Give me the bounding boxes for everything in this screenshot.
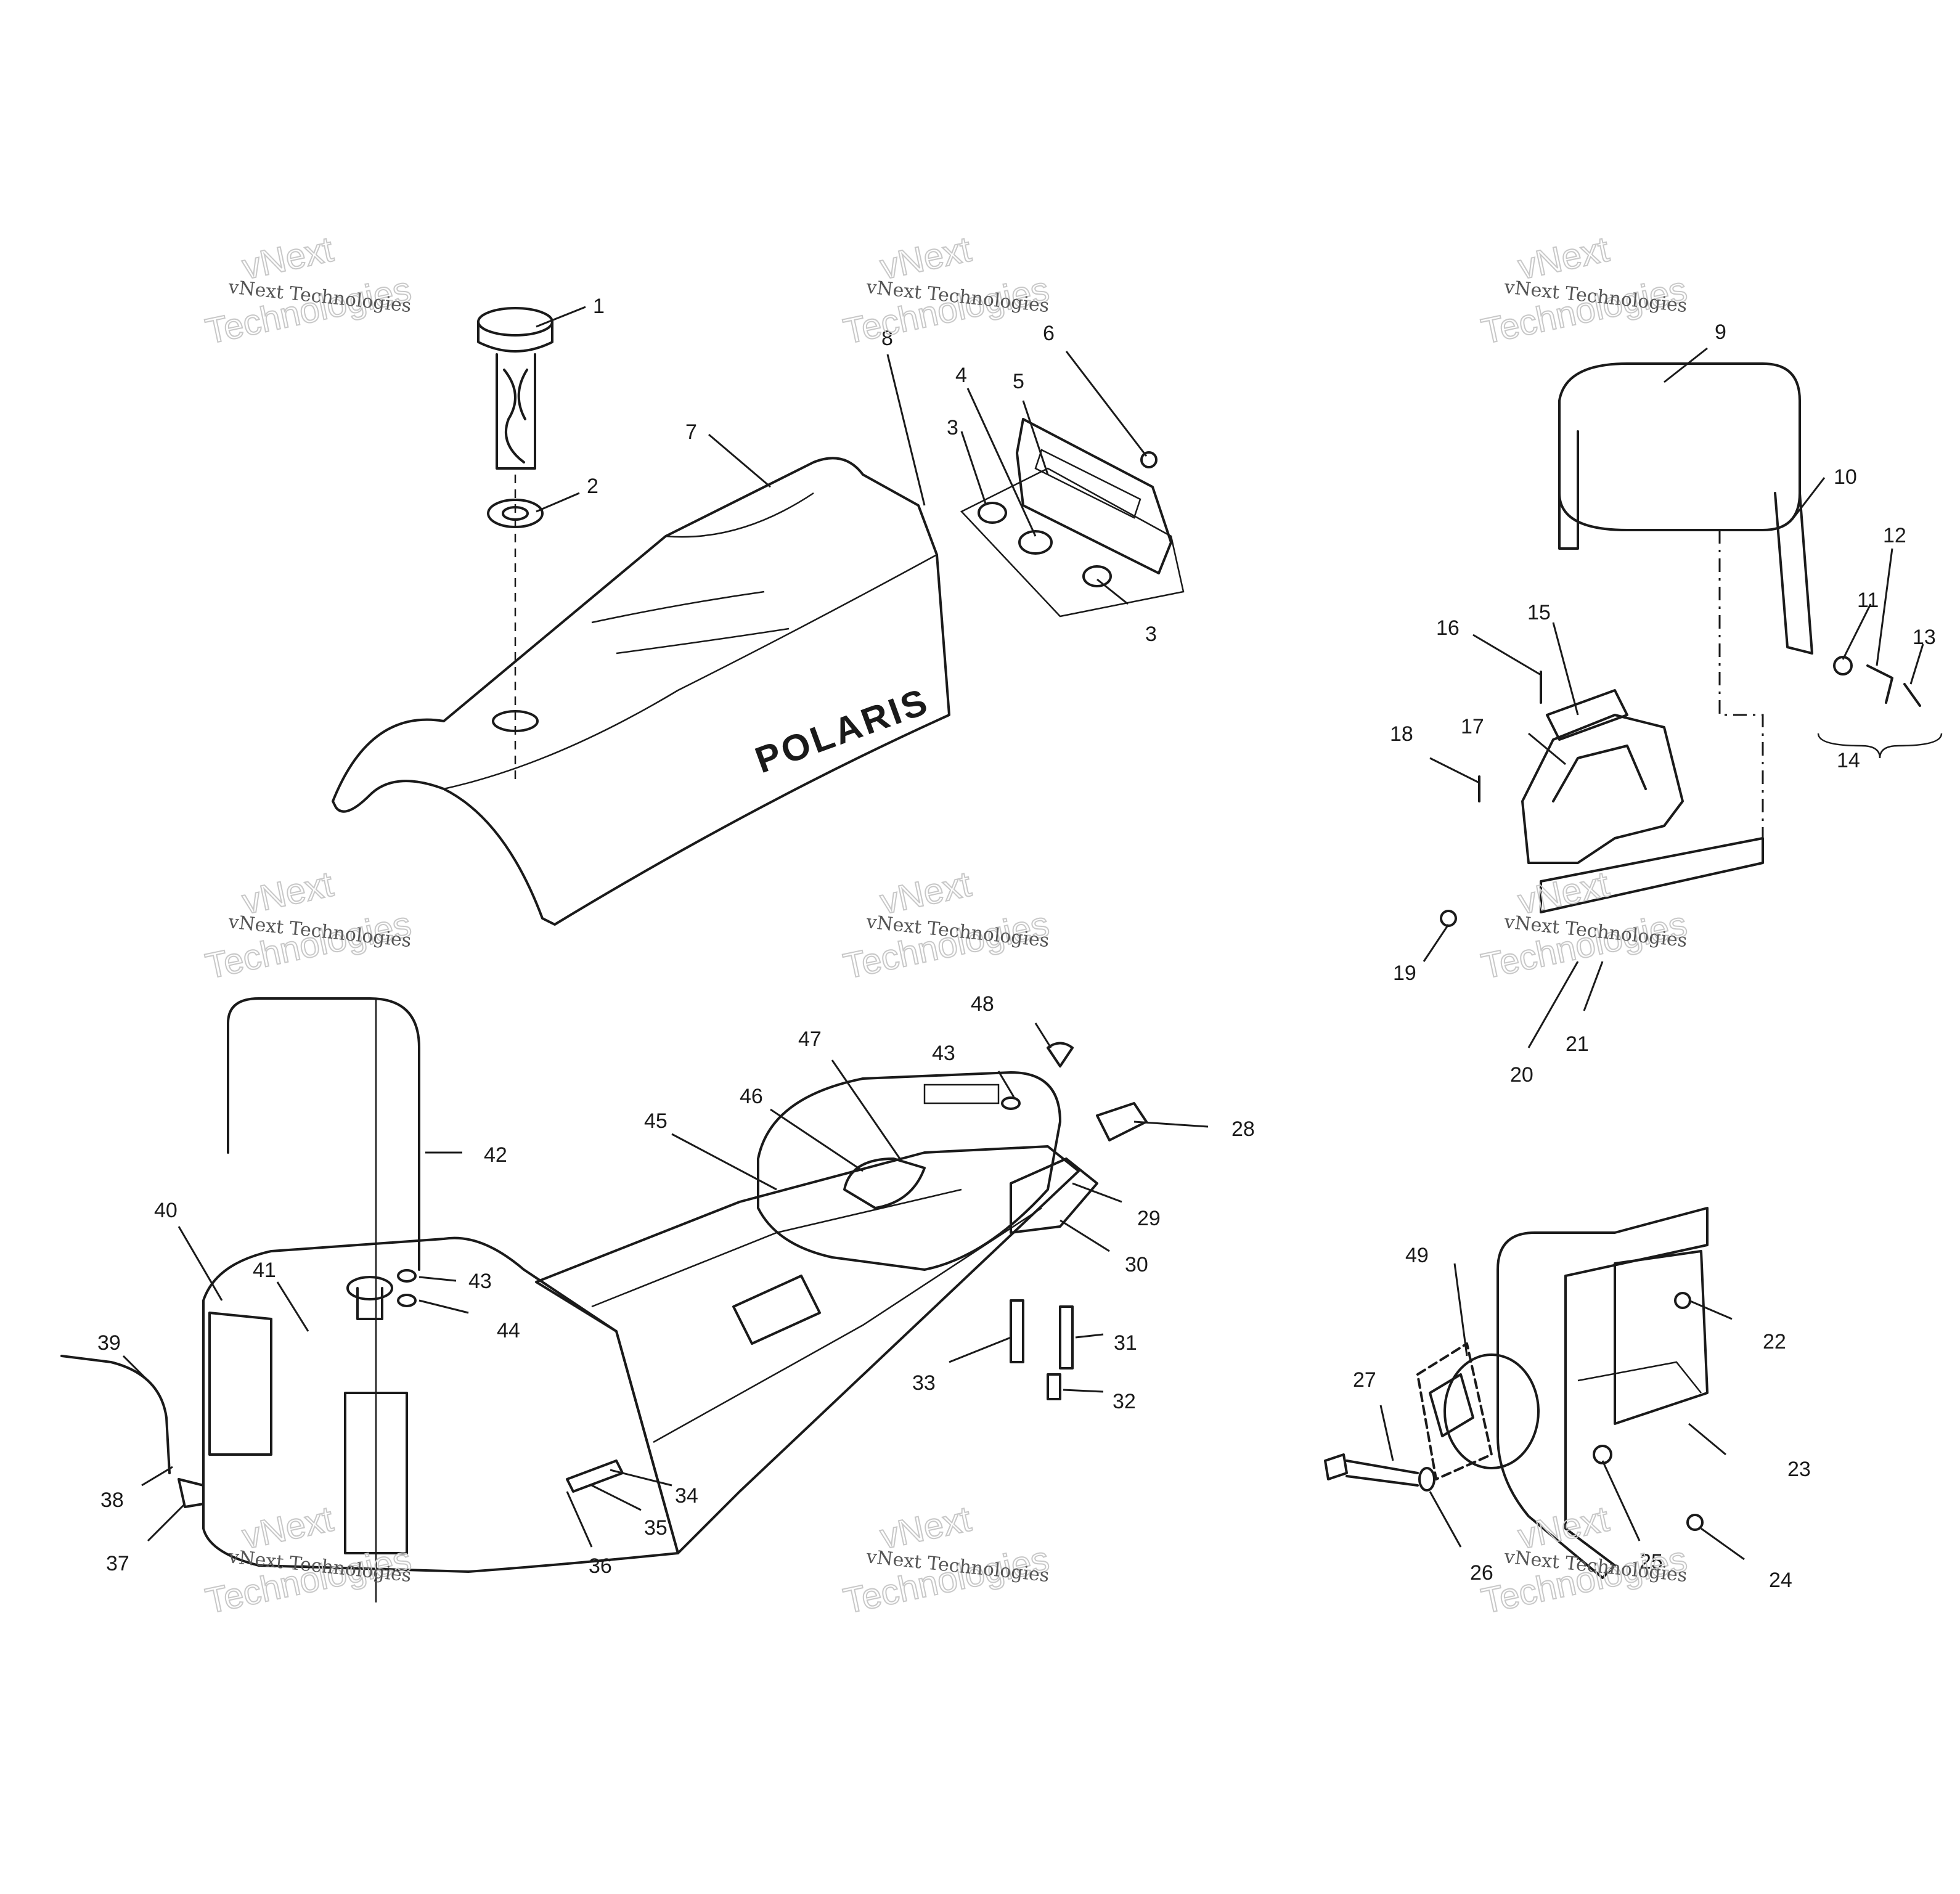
callout-5: 5 bbox=[1013, 370, 1024, 393]
rear-cowl bbox=[757, 1071, 1061, 1271]
bumper-assembly bbox=[1416, 1207, 1709, 1579]
callout-15: 15 bbox=[1527, 601, 1551, 624]
callout-labels: 1 2 3 3 4 5 6 7 8 9 10 11 12 13 14 15 16… bbox=[97, 295, 1936, 1592]
callout-41: 41 bbox=[253, 1259, 276, 1282]
callout-26: 26 bbox=[1470, 1561, 1493, 1585]
fuel-cap bbox=[477, 307, 553, 470]
callout-4: 4 bbox=[955, 364, 967, 387]
callout-40: 40 bbox=[154, 1199, 178, 1222]
watermark-3: vNext Technologies vNext Technologies bbox=[1477, 229, 1691, 353]
callout-20: 20 bbox=[1510, 1063, 1533, 1087]
callout-27: 27 bbox=[1353, 1368, 1376, 1392]
callout-22: 22 bbox=[1763, 1330, 1786, 1353]
vent-hose bbox=[227, 997, 420, 1271]
assembly-guideline bbox=[1718, 530, 1764, 863]
callout-29: 29 bbox=[1137, 1207, 1161, 1230]
callout-46: 46 bbox=[740, 1085, 763, 1108]
callout-25: 25 bbox=[1639, 1550, 1663, 1574]
callout-19: 19 bbox=[1393, 961, 1416, 985]
chassis-tunnel bbox=[535, 1145, 1080, 1554]
watermark-5: vNext Technologies vNext Technologies bbox=[839, 863, 1053, 987]
callout-6: 6 bbox=[1043, 322, 1055, 345]
callout-42: 42 bbox=[484, 1143, 507, 1167]
watermark-7: vNext Technologies vNext Technologies bbox=[202, 1498, 415, 1622]
watermark-8: vNext Technologies vNext Technologies bbox=[839, 1498, 1053, 1622]
callout-48: 48 bbox=[971, 992, 994, 1016]
callout-43: 43 bbox=[468, 1270, 492, 1293]
callout-14: 14 bbox=[1837, 749, 1860, 772]
callout-28: 28 bbox=[1231, 1117, 1255, 1141]
handle-bracket bbox=[1521, 689, 1764, 913]
callout-44: 44 bbox=[497, 1319, 520, 1342]
callout-3: 3 bbox=[947, 416, 958, 439]
watermark-1: vNext Technologies vNext Technologies bbox=[202, 229, 415, 353]
callout-24: 24 bbox=[1769, 1569, 1792, 1592]
callout-36: 36 bbox=[589, 1554, 612, 1578]
seat bbox=[332, 457, 950, 926]
callout-12: 12 bbox=[1883, 524, 1906, 547]
leader-lines bbox=[122, 306, 1924, 1561]
callout-37: 37 bbox=[106, 1552, 129, 1575]
callout-32: 32 bbox=[1113, 1390, 1136, 1413]
callout-1: 1 bbox=[593, 295, 605, 318]
callout-21: 21 bbox=[1566, 1032, 1589, 1056]
bolt-27 bbox=[1324, 1453, 1435, 1492]
backrest bbox=[1558, 362, 1813, 655]
watermark-2: vNext Technologies vNext Technologies bbox=[839, 229, 1053, 353]
callout-3: 3 bbox=[1145, 622, 1157, 646]
callout-18: 18 bbox=[1390, 722, 1413, 746]
watermark-4: vNext Technologies vNext Technologies bbox=[202, 863, 415, 987]
watermark-9: vNext Technologies vNext Technologies bbox=[1477, 1498, 1691, 1622]
fuel-line bbox=[60, 1355, 171, 1474]
callout-47: 47 bbox=[798, 1027, 822, 1051]
callout-31: 31 bbox=[1114, 1331, 1137, 1355]
mounting-plate bbox=[960, 418, 1185, 618]
callout-11: 11 bbox=[1857, 589, 1879, 612]
callout-10: 10 bbox=[1834, 465, 1857, 489]
callout-33: 33 bbox=[912, 1371, 936, 1395]
washer bbox=[487, 499, 544, 528]
callout-9: 9 bbox=[1715, 320, 1726, 344]
small-fasteners-top-right bbox=[1440, 656, 1921, 927]
callout-35: 35 bbox=[644, 1516, 668, 1540]
callout-2: 2 bbox=[587, 475, 598, 498]
callout-13: 13 bbox=[1913, 626, 1936, 649]
callout-17: 17 bbox=[1461, 715, 1484, 738]
callout-43: 43 bbox=[932, 1042, 955, 1065]
callout-23: 23 bbox=[1787, 1458, 1811, 1481]
watermark-6: vNext Technologies vNext Technologies bbox=[1477, 863, 1691, 987]
callout-30: 30 bbox=[1125, 1253, 1148, 1276]
callout-34: 34 bbox=[675, 1484, 698, 1508]
callout-16: 16 bbox=[1436, 616, 1460, 640]
fuel-tank bbox=[202, 1236, 679, 1573]
callout-8: 8 bbox=[881, 327, 893, 350]
callout-45: 45 bbox=[644, 1109, 668, 1133]
brace-14 bbox=[1817, 733, 1943, 759]
callout-7: 7 bbox=[685, 420, 697, 444]
callout-49: 49 bbox=[1405, 1244, 1429, 1267]
rear-bracket bbox=[1010, 1102, 1148, 1234]
callout-38: 38 bbox=[100, 1488, 124, 1512]
callout-39: 39 bbox=[97, 1331, 121, 1355]
